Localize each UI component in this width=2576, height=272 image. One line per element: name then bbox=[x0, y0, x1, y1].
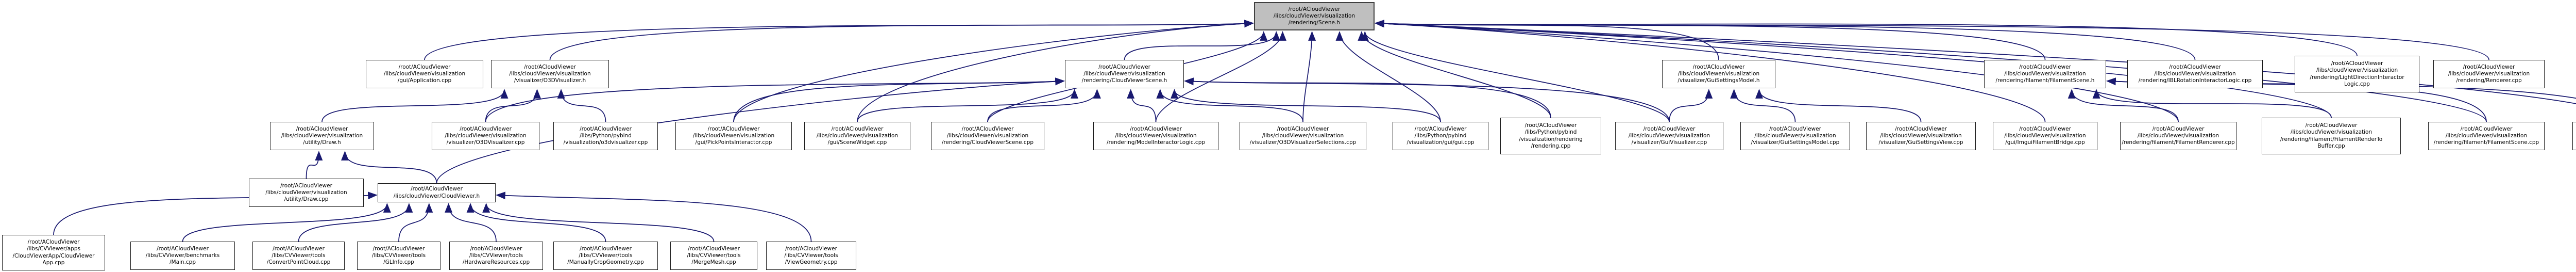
graph-node-lightdir_cpp[interactable]: /root/ACloudViewer /libs/cloudViewer/vis… bbox=[2295, 56, 2419, 92]
include-edge-filamentrenderer_cpp-to-scene_h bbox=[1375, 20, 2179, 122]
include-edge-glinfo_cpp-to-cloudviewer_h bbox=[398, 203, 433, 242]
include-edge-app_cpp-to-scene_h bbox=[424, 20, 1254, 60]
graph-node-convertpc_cpp[interactable]: /root/ACloudViewer /libs/CVViewer/tools … bbox=[252, 242, 345, 270]
graph-node-glinfo_cpp[interactable]: /root/ACloudViewer /libs/CVViewer/tools … bbox=[357, 242, 440, 270]
graph-node-guisettingsmodel_cpp[interactable]: /root/ACloudViewer /libs/cloudViewer/vis… bbox=[1740, 122, 1850, 150]
graph-node-filamentview_cpp[interactable]: /root/ACloudViewer /libs/cloudViewer/vis… bbox=[2572, 122, 2576, 150]
include-edge-filamentview_cpp-to-scene_h bbox=[1375, 20, 2576, 104]
graph-node-viewgeometry_cpp[interactable]: /root/ACloudViewer /libs/CVViewer/tools … bbox=[766, 242, 856, 270]
include-edge-renderer_cpp-to-scene_h bbox=[1375, 20, 2489, 60]
graph-node-imguifilament_cpp[interactable]: /root/ACloudViewer /libs/cloudViewer/vis… bbox=[1993, 122, 2097, 150]
graph-node-cloudviewer_h[interactable]: /root/ACloudViewer /libs/cloudViewer/Clo… bbox=[378, 183, 496, 202]
include-edge-scenewidget_cpp-to-cvscene_h bbox=[857, 89, 1078, 122]
graph-node-app_cpp[interactable]: /root/ACloudViewer /libs/cloudViewer/vis… bbox=[366, 60, 483, 88]
include-edge-o3dvis_h-to-scene_h bbox=[549, 20, 1254, 60]
graph-node-filamentscene_h[interactable]: /root/ACloudViewer /libs/cloudViewer/vis… bbox=[1984, 60, 2106, 88]
include-edge-filamentrenderer_cpp-to-filamentscene_h bbox=[2067, 89, 2179, 122]
include-edge-modelinteractor_cpp-to-scene_h bbox=[1155, 31, 1286, 122]
graph-node-hardware_cpp[interactable]: /root/ACloudViewer /libs/CVViewer/tools … bbox=[449, 242, 543, 270]
graph-node-draw_h[interactable]: /root/ACloudViewer /libs/cloudViewer/vis… bbox=[270, 122, 374, 150]
include-edge-imguifilament_cpp-to-scene_h bbox=[1375, 20, 2046, 122]
include-edge-hardware_cpp-to-cloudviewer_h bbox=[445, 203, 497, 242]
graph-node-scenewidget_cpp[interactable]: /root/ACloudViewer /libs/cloudViewer/vis… bbox=[804, 122, 910, 150]
graph-node-o3dvis_h[interactable]: /root/ACloudViewer /libs/cloudViewer/vis… bbox=[491, 60, 609, 88]
include-edge-pickpoints_cpp-to-cvscene_h bbox=[733, 77, 1065, 122]
include-edge-convertpc_cpp-to-cloudviewer_h bbox=[298, 203, 413, 242]
include-edge-rendering_cpp-to-scene_h bbox=[1358, 31, 1551, 118]
include-edge-manuallycrop_cpp-to-cloudviewer_h bbox=[466, 203, 606, 242]
include-edge-mergemesh_cpp-to-cloudviewer_h bbox=[482, 203, 715, 242]
include-edge-draw_h-to-o3dvis_h bbox=[321, 89, 509, 122]
graph-node-guisettingsmodel_h[interactable]: /root/ACloudViewer /libs/cloudViewer/vis… bbox=[1662, 60, 1775, 88]
include-edge-modelinteractor_cpp-to-cvscene_h bbox=[1127, 89, 1157, 122]
include-edge-main_cpp-to-cloudviewer_h bbox=[182, 203, 391, 242]
graph-node-draw_cpp[interactable]: /root/ACloudViewer /libs/cloudViewer/vis… bbox=[249, 179, 364, 207]
graph-node-filamentrenderer_cpp[interactable]: /root/ACloudViewer /libs/cloudViewer/vis… bbox=[2120, 122, 2236, 150]
graph-node-iblrot_cpp[interactable]: /root/ACloudViewer /libs/cloudViewer/vis… bbox=[2127, 60, 2263, 88]
graph-node-rendering_cpp[interactable]: /root/ACloudViewer /libs/Python/pybind /… bbox=[1500, 118, 1601, 154]
graph-node-gui_cpp[interactable]: /root/ACloudViewer /libs/Python/pybind /… bbox=[1393, 122, 1488, 150]
include-edge-guisettingsview_cpp-to-guisettingsmodel_h bbox=[1755, 89, 1922, 122]
graph-node-cvscene_h[interactable]: /root/ACloudViewer /libs/cloudViewer/vis… bbox=[1065, 60, 1184, 88]
include-edge-o3dvis_cpp-to-o3dvis_h bbox=[485, 89, 541, 122]
include-edge-o3dvisselections_cpp-to-scene_h bbox=[1302, 31, 1316, 122]
graph-node-filamentscene_cpp[interactable]: /root/ACloudViewer /libs/cloudViewer/vis… bbox=[2428, 122, 2545, 150]
graph-node-cvapp_cpp[interactable]: /root/ACloudViewer /libs/CVViewer/apps /… bbox=[2, 235, 105, 270]
graph-node-pyo3dvis_cpp[interactable]: /root/ACloudViewer /libs/Python/pybind /… bbox=[553, 122, 658, 150]
graph-node-pickpoints_cpp[interactable]: /root/ACloudViewer /libs/cloudViewer/vis… bbox=[675, 122, 792, 150]
include-edge-cloudviewer_h-to-cvscene_h bbox=[436, 77, 1065, 184]
graph-node-cvscene_cpp[interactable]: /root/ACloudViewer /libs/cloudViewer/vis… bbox=[931, 122, 1044, 150]
include-edge-rendering_cpp-to-cvscene_h bbox=[1184, 77, 1551, 118]
graph-node-mergemesh_cpp[interactable]: /root/ACloudViewer /libs/CVViewer/tools … bbox=[670, 242, 757, 270]
include-edge-guisettingsmodel_h-to-scene_h bbox=[1375, 20, 1719, 60]
graph-node-filamentrendertobuffer_cpp[interactable]: /root/ACloudViewer /libs/cloudViewer/vis… bbox=[2262, 118, 2401, 154]
graph-node-scene_h: /root/ACloudViewer /libs/cloudViewer/vis… bbox=[1254, 2, 1375, 30]
graph-node-guisettingsview_cpp[interactable]: /root/ACloudViewer /libs/cloudViewer/vis… bbox=[1866, 122, 1976, 150]
graph-node-manuallycrop_cpp[interactable]: /root/ACloudViewer /libs/CVViewer/tools … bbox=[553, 242, 658, 270]
include-edge-cloudviewer_h-to-draw_h bbox=[341, 151, 437, 184]
include-edge-pyo3dvis_cpp-to-o3dvis_h bbox=[557, 89, 606, 122]
include-edge-filamentrendertobuffer_cpp-to-filamentscene_h bbox=[2092, 89, 2332, 118]
include-edge-guivisualizer_cpp-to-scene_h bbox=[1361, 31, 1670, 122]
include-edge-viewgeometry_cpp-to-cloudviewer_h bbox=[496, 191, 812, 242]
include-edge-guisettingsmodel_cpp-to-guisettingsmodel_h bbox=[1730, 89, 1796, 122]
include-edge-scenewidget_cpp-to-scene_h bbox=[857, 20, 1254, 122]
include-edge-guivisualizer_cpp-to-cvscene_h bbox=[1184, 77, 1670, 122]
include-edge-gui_cpp-to-scene_h bbox=[1335, 31, 1441, 122]
include-edge-guivisualizer_cpp-to-guisettingsmodel_h bbox=[1669, 89, 1713, 122]
include-edge-pickpoints_cpp-to-scene_h bbox=[733, 20, 1254, 122]
graph-node-main_cpp[interactable]: /root/ACloudViewer /libs/CVViewer/benchm… bbox=[130, 242, 235, 270]
graph-node-renderer_cpp[interactable]: /root/ACloudViewer /libs/cloudViewer/vis… bbox=[2433, 60, 2545, 88]
include-edge-draw_cpp-to-draw_h bbox=[306, 151, 323, 179]
include-edge-o3dvisselections_cpp-to-cvscene_h bbox=[1156, 89, 1303, 122]
include-edge-lightdir_cpp-to-scene_h bbox=[1375, 20, 2358, 56]
include-edge-gui_cpp-to-cvscene_h bbox=[1171, 89, 1441, 122]
graph-node-guivisualizer_cpp[interactable]: /root/ACloudViewer /libs/cloudViewer/vis… bbox=[1615, 122, 1723, 150]
graph-node-o3dvisselections_cpp[interactable]: /root/ACloudViewer /libs/cloudViewer/vis… bbox=[1240, 122, 1366, 150]
include-edge-cvscene_cpp-to-cvscene_h bbox=[987, 89, 1101, 122]
graph-node-modelinteractor_cpp[interactable]: /root/ACloudViewer /libs/cloudViewer/vis… bbox=[1093, 122, 1218, 150]
include-edge-cvscene_h-to-scene_h bbox=[1124, 31, 1280, 60]
graph-node-o3dvis_cpp[interactable]: /root/ACloudViewer /libs/cloudViewer/vis… bbox=[432, 122, 539, 150]
